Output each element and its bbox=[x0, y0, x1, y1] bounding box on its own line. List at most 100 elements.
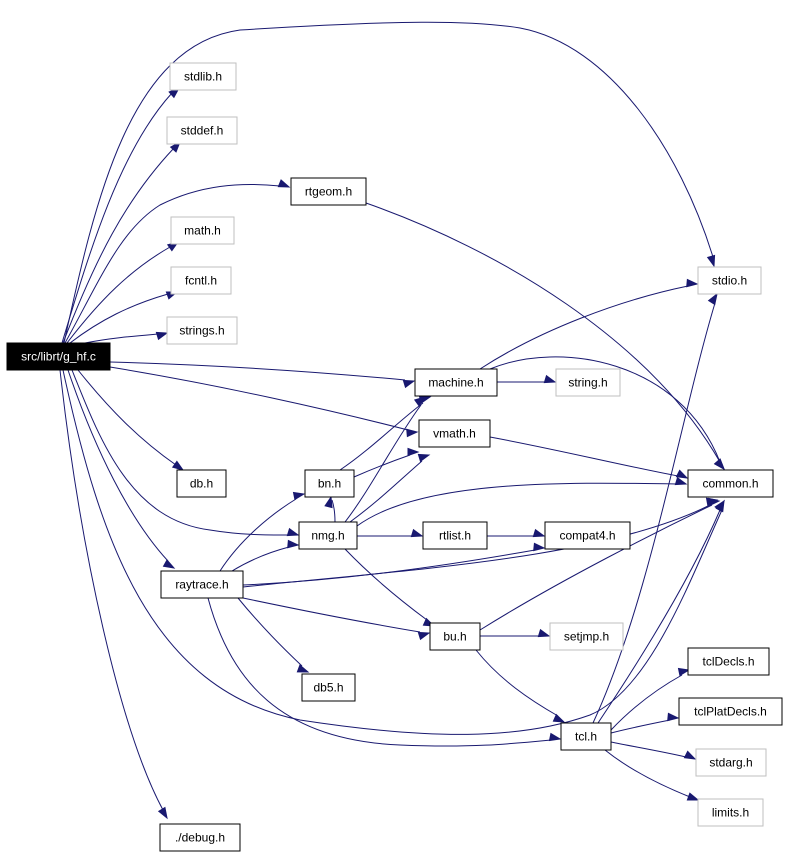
node-box bbox=[678, 697, 783, 726]
node-label: rtgeom.h bbox=[305, 185, 352, 199]
node-debug[interactable]: ./debug.h bbox=[159, 823, 241, 852]
edge-raytrace-compat4 bbox=[242, 542, 546, 586]
arrowhead bbox=[413, 396, 427, 407]
node-label: common.h bbox=[702, 477, 758, 491]
edge-line bbox=[71, 369, 291, 536]
edge-machine-common bbox=[489, 356, 725, 471]
arrowhead bbox=[683, 750, 697, 760]
arrowhead bbox=[674, 476, 688, 486]
edge-raytrace-tcl bbox=[207, 597, 562, 747]
node-box bbox=[544, 521, 631, 550]
edge-line bbox=[604, 749, 691, 798]
node-label: tclDecls.h bbox=[702, 655, 754, 669]
node-label: tcl.h bbox=[575, 730, 597, 744]
node-box bbox=[166, 316, 238, 345]
edge-line bbox=[62, 369, 723, 735]
node-label: string.h bbox=[568, 376, 607, 390]
edge-line bbox=[344, 548, 428, 621]
node-label: ./debug.h bbox=[175, 831, 225, 845]
edge-line bbox=[207, 597, 552, 747]
node-label: machine.h bbox=[428, 376, 483, 390]
node-label: db5.h bbox=[313, 681, 343, 695]
node-box bbox=[170, 266, 232, 295]
edge-vmath-common bbox=[489, 436, 689, 479]
edge-nmg-machine bbox=[344, 396, 427, 523]
node-box bbox=[422, 521, 488, 550]
edge-tcl-common bbox=[597, 499, 725, 724]
node-strings: strings.h bbox=[166, 316, 238, 345]
edge-root-db bbox=[77, 369, 185, 471]
edge-bu-common bbox=[479, 497, 721, 631]
arrowhead bbox=[707, 292, 718, 306]
arrowhead bbox=[533, 542, 546, 552]
edge-line bbox=[231, 546, 290, 572]
node-bu[interactable]: bu.h bbox=[429, 622, 481, 651]
node-box bbox=[166, 116, 238, 145]
node-label: vmath.h bbox=[433, 427, 476, 441]
node-tclPlatDecls[interactable]: tclPlatDecls.h bbox=[678, 697, 783, 726]
node-stdlib: stdlib.h bbox=[169, 62, 237, 91]
arrowhead bbox=[417, 631, 431, 641]
node-rtlist[interactable]: rtlist.h bbox=[422, 521, 488, 550]
node-label: bu.h bbox=[443, 630, 466, 644]
node-label: rtlist.h bbox=[439, 529, 471, 543]
edge-root-vmath bbox=[109, 366, 419, 438]
node-rtgeom[interactable]: rtgeom.h bbox=[290, 177, 367, 206]
arrowhead bbox=[402, 379, 416, 389]
edge-nmg-common bbox=[356, 476, 688, 527]
node-compat4[interactable]: compat4.h bbox=[544, 521, 631, 550]
node-stdarg: stdarg.h bbox=[695, 748, 767, 777]
node-label: compat4.h bbox=[559, 529, 615, 543]
edge-line bbox=[242, 549, 536, 586]
node-raytrace[interactable]: raytrace.h bbox=[160, 570, 244, 599]
edge-line bbox=[109, 361, 406, 381]
node-box bbox=[290, 177, 367, 206]
edge-line bbox=[67, 369, 169, 562]
edge-raytrace-bu bbox=[242, 597, 431, 641]
node-box bbox=[695, 748, 767, 777]
edge-raytrace-db5 bbox=[237, 597, 310, 673]
edge-bu-tcl bbox=[475, 649, 566, 723]
node-fcntl: fcntl.h bbox=[170, 266, 232, 295]
node-db5[interactable]: db5.h bbox=[301, 673, 356, 702]
edge-rtlist-compat4 bbox=[487, 528, 546, 538]
node-box bbox=[301, 673, 356, 702]
edge-root-machine bbox=[109, 361, 416, 389]
graph-nodes: src/librt/g_hf.c stdlib.h stddef.h rtgeom.h… bbox=[6, 62, 783, 852]
arrowhead bbox=[324, 495, 333, 509]
edge-line bbox=[592, 302, 716, 724]
edge-line bbox=[63, 21, 714, 344]
node-db[interactable]: db.h bbox=[176, 469, 227, 498]
edge-raytrace-bn bbox=[219, 491, 306, 572]
edge-root-stdio bbox=[63, 21, 716, 344]
node-box bbox=[560, 722, 612, 751]
node-label: stddef.h bbox=[181, 124, 224, 138]
node-label: raytrace.h bbox=[175, 578, 228, 592]
node-nmg[interactable]: nmg.h bbox=[298, 521, 358, 550]
arrowhead bbox=[714, 499, 725, 512]
edge-line bbox=[59, 369, 164, 811]
node-label: stdarg.h bbox=[709, 756, 752, 770]
arrowhead bbox=[552, 713, 566, 723]
node-label: math.h bbox=[184, 224, 221, 238]
node-common[interactable]: common.h bbox=[687, 469, 774, 498]
edge-line bbox=[489, 436, 679, 477]
node-box bbox=[176, 469, 227, 498]
edge-machine-stdio bbox=[479, 278, 699, 370]
arrowhead bbox=[286, 527, 300, 537]
edge-line bbox=[356, 482, 678, 527]
node-box bbox=[687, 469, 774, 498]
node-bn[interactable]: bn.h bbox=[304, 469, 355, 498]
node-machine[interactable]: machine.h bbox=[414, 368, 498, 397]
node-tclDecls[interactable]: tclDecls.h bbox=[687, 647, 770, 676]
arrowhead bbox=[677, 667, 691, 677]
node-tcl[interactable]: tcl.h bbox=[560, 722, 612, 751]
arrowhead bbox=[667, 712, 680, 722]
node-vmath[interactable]: vmath.h bbox=[418, 419, 491, 448]
edge-line bbox=[237, 597, 303, 667]
edge-line bbox=[349, 460, 423, 523]
node-box bbox=[170, 216, 235, 245]
edge-bn-vmath bbox=[353, 447, 420, 478]
node-root[interactable]: src/librt/g_hf.c bbox=[6, 342, 111, 371]
node-label: stdlib.h bbox=[184, 70, 222, 84]
